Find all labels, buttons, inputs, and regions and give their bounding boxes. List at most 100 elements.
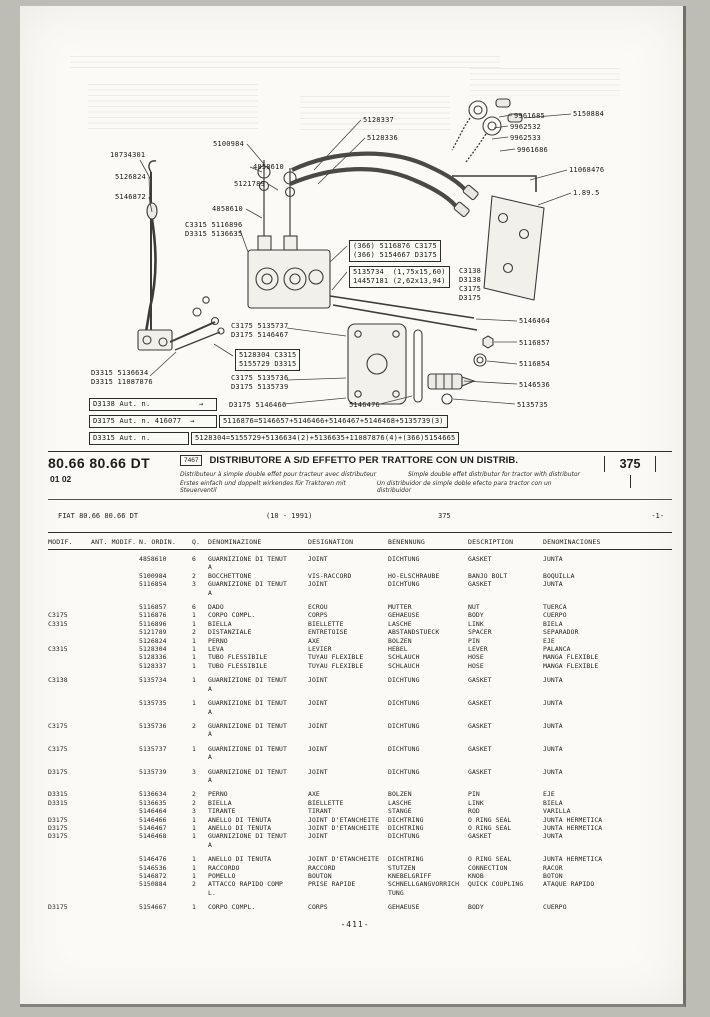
diagram-label: 9961685	[514, 112, 545, 120]
column-header: BENENNUNG	[388, 534, 468, 550]
figure-number: 375	[603, 456, 657, 472]
meta-model: FIAT 80.66 80.66 DT	[58, 512, 139, 520]
column-header: DENOMINAZIONE	[208, 534, 308, 550]
subtitle-french: Distributeur à simple double effet pour …	[180, 471, 377, 478]
page-title: DISTRIBUTORE A S/D EFFETTO PER TRATTORE …	[209, 455, 519, 466]
page-number: -411-	[340, 920, 370, 929]
bleed-through	[70, 56, 500, 68]
diagram-label: 5128304 C3315 5155729 D3315	[235, 349, 301, 371]
column-header: DESIGNATION	[308, 534, 388, 550]
diagram-label: 5128337	[363, 116, 394, 124]
diagram-label: D3315 Aut. n.	[89, 432, 189, 445]
meta-sheet: -1-	[651, 512, 664, 520]
column-header: DESCRIPTION	[468, 534, 543, 550]
figure-block: 375	[588, 455, 672, 488]
diagram-label: C3315 5116896 D3315 5136635	[185, 221, 243, 238]
exploded-diagram	[137, 98, 572, 405]
diagram-label: 10734301	[110, 151, 146, 159]
diagram-label: 5135734 (1,75x15,60) 14457181 (2,62x13,9…	[349, 266, 450, 288]
column-header: N. ORDIN.	[139, 534, 192, 550]
bleed-through	[88, 84, 258, 130]
model-number: 80.66 80.66 DT	[48, 455, 151, 471]
subtitle-english: Simple double effet distributor for trac…	[408, 471, 580, 478]
diagram-label: 5128336	[367, 134, 398, 142]
diagram-label: 5128304=5155729+5136634(2)+5136635+11087…	[191, 432, 460, 445]
diagram-label: 5146464	[519, 317, 550, 325]
header-band: 80.66 80.66 DT 01 02 7467 DISTRIBUTORE A…	[48, 451, 672, 500]
parts-table: MODIF.ANT. MODIF.N. ORDIN.Q.DENOMINAZION…	[48, 534, 672, 912]
diagram-label: C3175 5135737 D3175 5146467	[231, 322, 289, 339]
diagram-label: D3175 Aut. n. 416077 →	[89, 415, 217, 428]
meta-figure: 375	[438, 512, 451, 520]
column-header: DENOMINACIONES	[543, 534, 672, 550]
diagram-label: 9962533	[510, 134, 541, 142]
figure-tick	[629, 475, 631, 488]
diagram-label: 11068476	[569, 166, 605, 174]
diagram-label: 5146476	[349, 401, 380, 409]
diagram-label: 5146872	[115, 193, 146, 201]
diagram-label: D3138 Aut. n. →	[89, 398, 217, 411]
diagram-label: C3175 5135736 D3175 5135739	[231, 374, 289, 391]
diagram-label: C3138 D3138 C3175 D3175	[459, 267, 482, 302]
diagram-label: 5116857	[519, 339, 550, 347]
diagram-label: 5116854	[519, 360, 550, 368]
diagram-label: 4858610	[212, 205, 243, 213]
meta-date-range: (10 - 1991)	[266, 512, 313, 520]
diagram-label: 5150884	[573, 110, 604, 118]
leader-lines-svg	[139, 113, 572, 405]
diagram-label: D3315 5136634 D3315 11087876	[91, 369, 153, 386]
section-code: 01 02	[50, 474, 72, 484]
subtitle-spanish: Un distribuidor de simple doble efecto p…	[376, 479, 552, 494]
diagram-label: D3175 5146466	[229, 401, 287, 409]
bleed-through	[470, 68, 620, 96]
multilingual-subtitles: Distributeur à simple double effet pour …	[180, 471, 588, 494]
subtitle-german: Erstes einfach und doppelt wirkendes für…	[180, 479, 346, 494]
diagram-label: 4858610	[253, 163, 284, 171]
diagram-label: (366) 5116876 C3175 (366) 5154667 D3175	[349, 240, 441, 262]
diagram-label: 5100984	[213, 140, 244, 148]
scan-page	[20, 6, 686, 1007]
column-header: MODIF.	[48, 534, 91, 550]
reference-box: 7467	[180, 455, 203, 466]
diagram-label: 5121789	[234, 180, 265, 188]
diagram-label: 5146536	[519, 381, 550, 389]
parts-table-head-row: MODIF.ANT. MODIF.N. ORDIN.Q.DENOMINAZION…	[48, 534, 672, 550]
diagram-label: 5126824	[115, 173, 146, 181]
bleed-through	[300, 96, 450, 130]
meta-row: FIAT 80.66 80.66 DT (10 - 1991) 375 -1-	[48, 500, 672, 533]
model-block: 80.66 80.66 DT 01 02	[48, 455, 180, 484]
diagram-label: 9962532	[510, 123, 541, 131]
diagram-label: 5135735	[517, 401, 548, 409]
diagram-label: 1.89.5	[573, 189, 600, 197]
column-header: ANT. MODIF.	[91, 534, 139, 550]
